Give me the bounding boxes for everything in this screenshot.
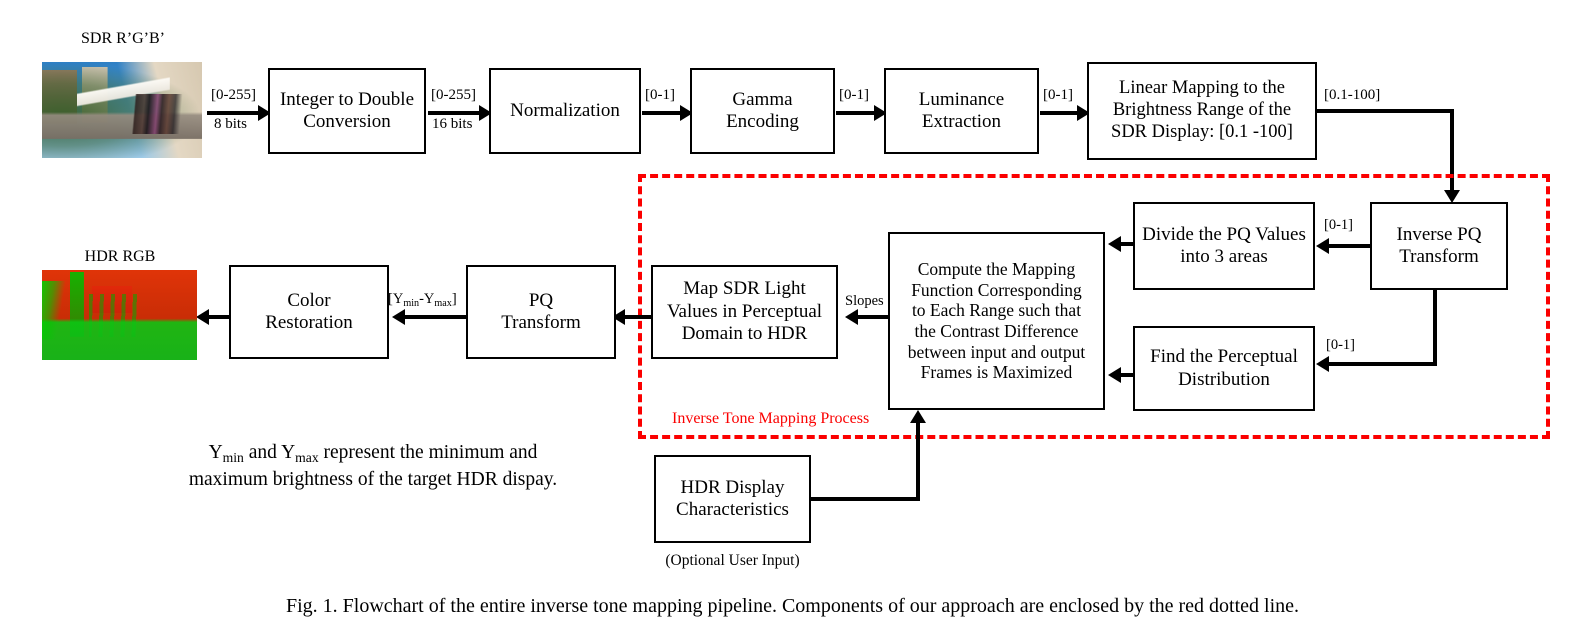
edge-image-to-integer-line — [207, 111, 262, 115]
hdr-display-optional-note: (Optional User Input) — [665, 552, 800, 569]
edge-normalization-to-gamma-arrowhead — [680, 105, 693, 121]
sdr-input-image — [42, 62, 202, 158]
edge-gamma-to-luminance-arrowhead — [874, 105, 887, 121]
edge-label-range-0.1-100: [0.1-100] — [1324, 87, 1381, 103]
edge-luminance-to-linear-arrowhead — [1077, 105, 1090, 121]
box-integer-to-double[interactable]: Integer to Double Conversion — [268, 68, 426, 154]
edge-divide-to-compute-line — [1121, 242, 1135, 246]
edge-label-range-0-1-d: [0-1] — [1324, 217, 1353, 233]
box-gamma-encoding[interactable]: Gamma Encoding — [690, 68, 835, 154]
box-inverse-pq-transform-label: Inverse PQ Transform — [1396, 223, 1482, 267]
box-hdr-display-characteristics[interactable]: HDR Display Characteristics — [654, 455, 811, 543]
edge-integer-to-normalization-line — [428, 111, 484, 115]
box-find-perceptual-distribution[interactable]: Find the Perceptual Distribution — [1133, 326, 1315, 411]
edge-label-slopes: Slopes — [845, 293, 884, 309]
box-gamma-encoding-label: Gamma Encoding — [726, 88, 799, 132]
hdr-output-image — [42, 270, 197, 360]
box-normalization-label: Normalization — [510, 99, 620, 121]
edge-linear-to-invpq-arrowhead — [1444, 190, 1460, 203]
edge-invpq-to-divide-arrowhead — [1316, 238, 1329, 254]
edge-compute-to-map-arrowhead — [845, 309, 858, 325]
edge-pq-to-color-arrowhead — [392, 309, 405, 325]
edge-image-to-integer-arrowhead — [258, 105, 271, 121]
box-compute-mapping-function[interactable]: Compute the Mapping Function Correspondi… — [888, 232, 1105, 410]
box-find-perceptual-distribution-label: Find the Perceptual Distribution — [1150, 346, 1298, 390]
edge-invpq-to-find-hline — [1322, 362, 1437, 366]
box-normalization[interactable]: Normalization — [489, 68, 641, 154]
box-color-restoration[interactable]: Color Restoration — [229, 265, 389, 359]
edge-label-range-0-1-c: [0-1] — [1043, 87, 1073, 103]
edge-label-8-bits: 8 bits — [214, 116, 247, 132]
box-map-sdr-light-values-label: Map SDR Light Values in Perceptual Domai… — [666, 278, 823, 345]
edge-linear-to-invpq-hline — [1317, 109, 1454, 113]
edge-label-range-0-1-e: [0-1] — [1326, 337, 1355, 353]
box-luminance-extraction-label: Luminance Extraction — [918, 88, 1005, 132]
edge-find-to-compute-line — [1121, 373, 1135, 377]
figure-caption: Fig. 1. Flowchart of the entire inverse … — [285, 595, 1300, 617]
edge-divide-to-compute-arrowhead — [1108, 236, 1121, 252]
edge-label-ymin-ymax: [Ymin-Ymax] — [388, 291, 457, 309]
edge-label-16-bits: 16 bits — [432, 116, 473, 132]
edge-label-range-0-255-b: [0-255] — [431, 87, 476, 103]
inverse-tone-mapping-region-label: Inverse Tone Mapping Process — [672, 410, 870, 427]
edge-linear-to-invpq-vline — [1450, 109, 1454, 194]
box-integer-to-double-label: Integer to Double Conversion — [279, 88, 414, 132]
edge-label-range-0-255-a: [0-255] — [211, 87, 256, 103]
edge-invpq-to-divide-line — [1322, 244, 1372, 248]
box-linear-mapping-label: Linear Mapping to the Brightness Range o… — [1111, 78, 1293, 142]
box-pq-transform[interactable]: PQ Transform — [466, 265, 616, 359]
hdr-output-caption: HDR RGB — [84, 248, 156, 265]
edge-color-to-hdr-arrowhead — [196, 309, 209, 325]
box-inverse-pq-transform[interactable]: Inverse PQ Transform — [1370, 202, 1508, 290]
box-divide-pq-values[interactable]: Divide the PQ Values into 3 areas — [1133, 202, 1315, 290]
box-color-restoration-label: Color Restoration — [265, 289, 353, 333]
edge-invpq-to-find-arrowhead — [1316, 356, 1329, 372]
edge-hdr-char-to-compute-hline — [810, 497, 920, 501]
sdr-input-caption: SDR R’G’B’ — [80, 30, 165, 47]
box-linear-mapping[interactable]: Linear Mapping to the Brightness Range o… — [1087, 62, 1317, 160]
edge-hdr-char-to-compute-vline — [916, 422, 920, 499]
box-divide-pq-values-label: Divide the PQ Values into 3 areas — [1142, 223, 1306, 267]
box-map-sdr-light-values[interactable]: Map SDR Light Values in Perceptual Domai… — [651, 265, 838, 359]
edge-hdr-char-to-compute-arrowhead — [910, 410, 926, 423]
edge-compute-to-map-line — [851, 315, 889, 319]
edge-integer-to-normalization-arrowhead — [479, 105, 492, 121]
edge-find-to-compute-arrowhead — [1108, 367, 1121, 383]
edge-label-range-0-1-b: [0-1] — [839, 87, 869, 103]
edge-gamma-to-luminance-line — [836, 111, 879, 115]
edge-label-range-0-1-a: [0-1] — [645, 87, 675, 103]
edge-invpq-to-find-vline — [1433, 288, 1437, 366]
box-compute-mapping-function-label: Compute the Mapping Function Correspondi… — [907, 259, 1086, 383]
edge-color-to-hdr-line — [205, 315, 231, 319]
edge-normalization-to-gamma-line — [642, 111, 685, 115]
edge-map-to-pq-line — [621, 315, 652, 319]
box-hdr-display-characteristics-label: HDR Display Characteristics — [676, 476, 789, 520]
edge-luminance-to-linear-line — [1040, 111, 1082, 115]
box-pq-transform-label: PQ Transform — [501, 289, 581, 333]
box-luminance-extraction[interactable]: Luminance Extraction — [884, 68, 1039, 154]
edge-pq-to-color-line — [400, 315, 466, 319]
